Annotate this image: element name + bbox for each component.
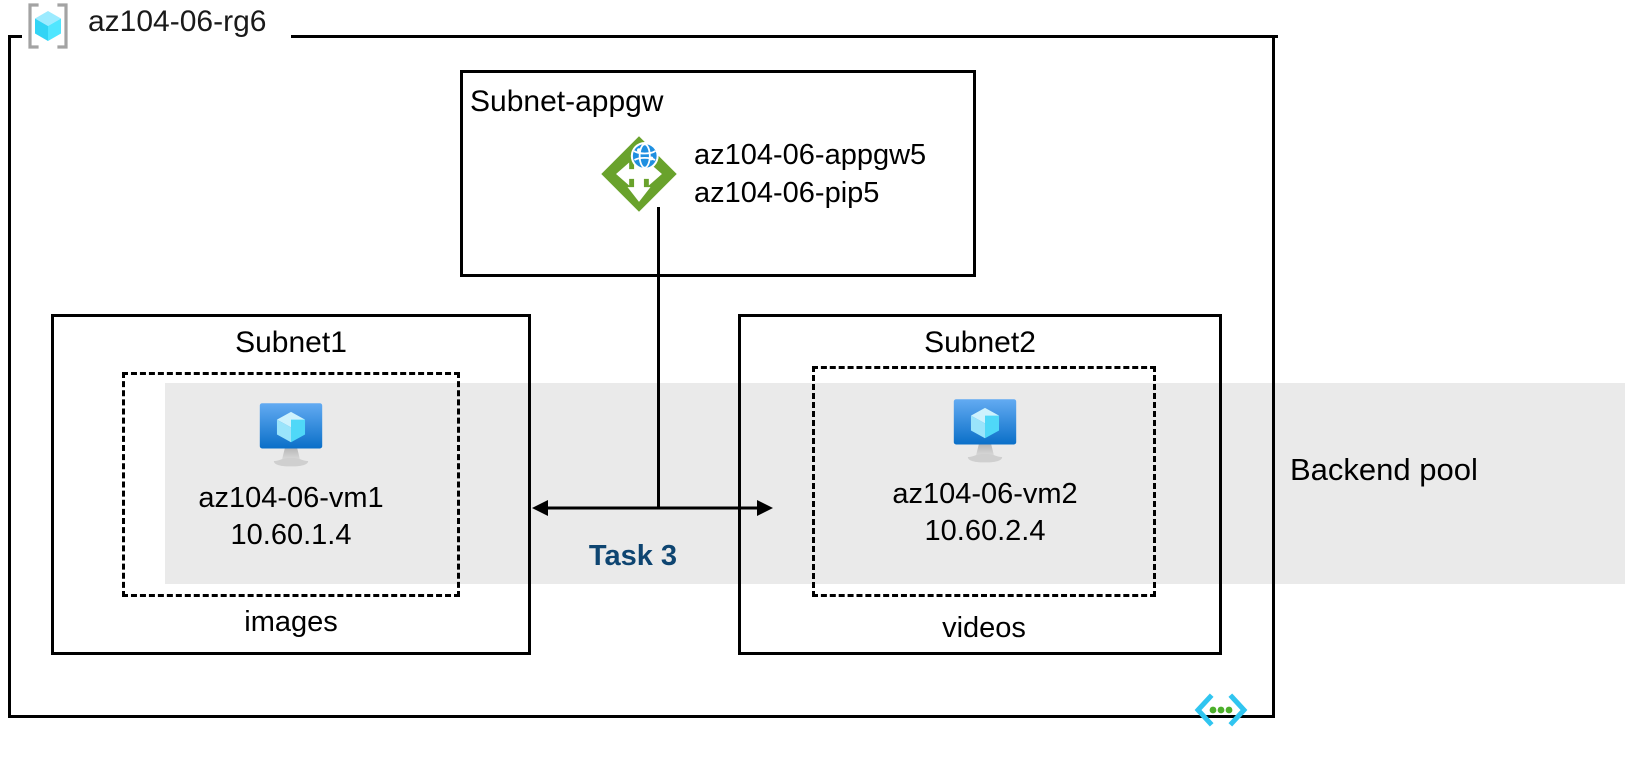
resource-group-boundary bbox=[8, 35, 1275, 718]
subnet-to-subnet-arrow bbox=[532, 500, 773, 516]
subnet1-title: Subnet1 bbox=[235, 326, 347, 359]
subnet1-footer-label: images bbox=[244, 606, 338, 638]
subnet-appgw-box bbox=[460, 70, 976, 277]
virtual-network-icon bbox=[1194, 693, 1248, 727]
application-gateway-node[interactable]: az104-06-appgw5 az104-06-pip5 bbox=[598, 133, 926, 215]
subnet1-box bbox=[51, 314, 531, 655]
vm2-node[interactable]: az104-06-vm2 10.60.2.4 bbox=[835, 396, 1135, 550]
virtual-machine-icon bbox=[953, 399, 1017, 463]
resource-group-title: az104-06-rg6 bbox=[88, 5, 267, 38]
vm1-ip-label: 10.60.1.4 bbox=[230, 519, 352, 552]
vm2-name-label: az104-06-vm2 bbox=[892, 478, 1078, 510]
appgw-name-label: az104-06-appgw5 bbox=[694, 139, 927, 171]
backend-pool-band bbox=[165, 383, 1625, 584]
resource-group-top-border-stub bbox=[8, 35, 22, 38]
appgw-connector-line bbox=[657, 207, 660, 509]
appgw-pip-label: az104-06-pip5 bbox=[694, 176, 880, 209]
vm1-name-label: az104-06-vm1 bbox=[198, 482, 384, 514]
subnet2-box bbox=[738, 314, 1222, 655]
virtual-machine-icon bbox=[259, 403, 323, 467]
vm1-node[interactable]: az104-06-vm1 10.60.1.4 bbox=[141, 400, 441, 554]
vm2-ip-label: 10.60.2.4 bbox=[924, 515, 1046, 548]
resource-group-cube-icon bbox=[28, 3, 68, 49]
subnet2-footer-label: videos bbox=[942, 612, 1026, 644]
application-gateway-icon bbox=[601, 136, 677, 212]
subnet2-title: Subnet2 bbox=[924, 326, 1036, 359]
resource-group-top-border bbox=[291, 35, 1278, 38]
subnet2-nic-box bbox=[812, 366, 1156, 597]
subnet1-nic-box bbox=[122, 372, 460, 597]
subnet-appgw-title: Subnet-appgw bbox=[470, 85, 664, 118]
backend-pool-label: Backend pool bbox=[1290, 452, 1478, 487]
application-gateway-labels: az104-06-appgw5 az104-06-pip5 bbox=[694, 137, 926, 212]
task-3-label: Task 3 bbox=[588, 540, 678, 572]
